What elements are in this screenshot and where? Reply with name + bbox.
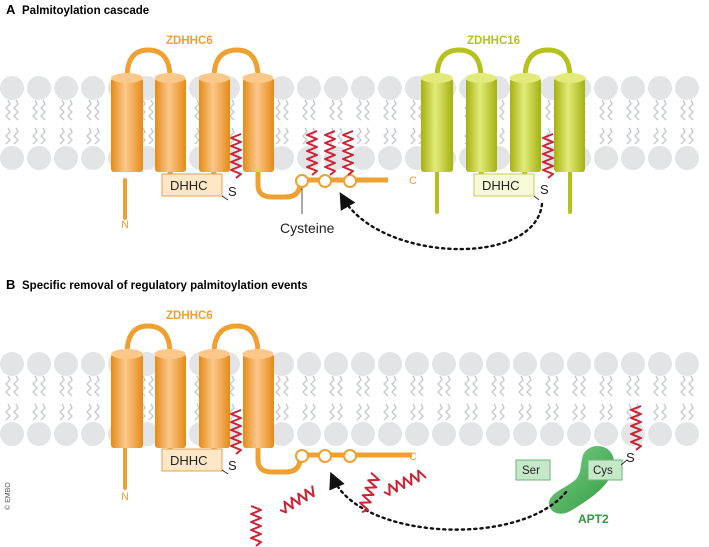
removal-arrow-b: [329, 471, 568, 531]
palmitate-site-1-a: [306, 130, 318, 176]
apt2-thiol-s: S: [626, 450, 635, 465]
transfer-arrow-a: [339, 192, 544, 251]
cysteine-label: Cysteine: [280, 220, 335, 236]
palmitate-zdhhc6-a: [230, 133, 242, 179]
n-terminus-b: N: [121, 491, 129, 503]
released-palmitate-2: [279, 485, 315, 514]
apt2-label: APT2: [578, 512, 609, 526]
palmitate-zdhhc16-a: [542, 133, 554, 179]
dhhc-motif-a-right: DHHC: [482, 178, 520, 193]
released-palmitate-1: [250, 505, 262, 547]
palmitate-apt2-b: [630, 405, 642, 451]
palmitate-zdhhc6-b: [230, 409, 242, 455]
zdhhc6-label-b: ZDHHC6: [166, 310, 213, 322]
c-terminus-b: C: [409, 451, 417, 463]
panel-b-title: Specific removal of regulatory palmitoyl…: [22, 280, 308, 292]
copyright-credit: © EMBO: [4, 482, 12, 510]
thiol-s-b: S: [228, 458, 237, 473]
membrane-b: [0, 352, 699, 446]
c-terminus-a: C: [409, 175, 417, 187]
released-palmitate-4: [383, 469, 427, 496]
zdhhc6-a: ZDHHC6 DHHC S N C: [111, 35, 417, 231]
zdhhc6-label-a: ZDHHC6: [166, 35, 213, 47]
zdhhc16-label-a: ZDHHC16: [467, 35, 520, 47]
thiol-s-a-right: S: [540, 182, 549, 197]
palmitate-site-2-a: [324, 130, 336, 176]
cys-label: Cys: [593, 465, 613, 477]
apt2-enzyme: Ser Cys S APT2: [515, 445, 635, 526]
panel-a-title: Palmitoylation cascade: [22, 5, 149, 17]
ser-label: Ser: [522, 465, 540, 477]
palmitate-site-3-a: [342, 130, 354, 176]
released-palmitate-3: [359, 471, 381, 513]
zdhhc6-b: ZDHHC6 DHHC S N C: [111, 310, 417, 503]
palmitate-chains: [230, 130, 642, 547]
dhhc-motif-b: DHHC: [170, 453, 208, 468]
panel-b-letter: B: [6, 277, 15, 292]
panel-a-letter: A: [6, 2, 16, 17]
n-terminus-a: N: [121, 219, 129, 231]
zdhhc16-a: ZDHHC16 DHHC S: [421, 35, 586, 214]
thiol-s-a-left: S: [228, 184, 237, 199]
dhhc-motif-a-left: DHHC: [170, 178, 208, 193]
